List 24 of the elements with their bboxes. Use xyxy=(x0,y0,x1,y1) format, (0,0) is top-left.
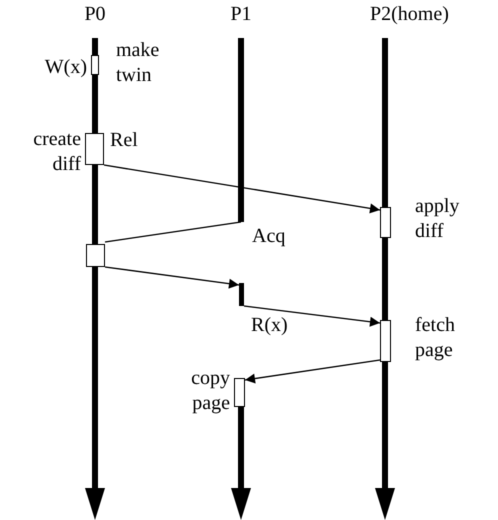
step-caption: copy page xyxy=(190,366,230,416)
process-label: P2(home) xyxy=(370,2,450,27)
activation-box xyxy=(380,320,391,362)
activation-box xyxy=(380,207,391,238)
step-caption: apply diff xyxy=(415,194,460,244)
message-arrow xyxy=(104,164,380,214)
activation-box xyxy=(234,378,245,407)
message-arrow xyxy=(244,359,380,384)
activation-box xyxy=(85,133,104,165)
activation-box xyxy=(86,244,105,267)
step-caption: create diff xyxy=(32,127,81,177)
step-caption: Acq xyxy=(252,224,286,249)
step-caption: R(x) xyxy=(251,313,289,338)
activation-bar xyxy=(239,283,244,306)
step-caption: make twin xyxy=(116,38,160,88)
activation-box xyxy=(91,55,99,75)
message-arrow xyxy=(244,305,380,327)
message-arrow xyxy=(104,266,240,289)
step-caption: Rel xyxy=(110,128,139,153)
process-label: P0 xyxy=(83,2,107,27)
step-caption: W(x) xyxy=(44,55,87,80)
process-label: P1 xyxy=(229,2,253,27)
step-caption: fetch page xyxy=(415,313,456,363)
message-line xyxy=(104,221,242,243)
